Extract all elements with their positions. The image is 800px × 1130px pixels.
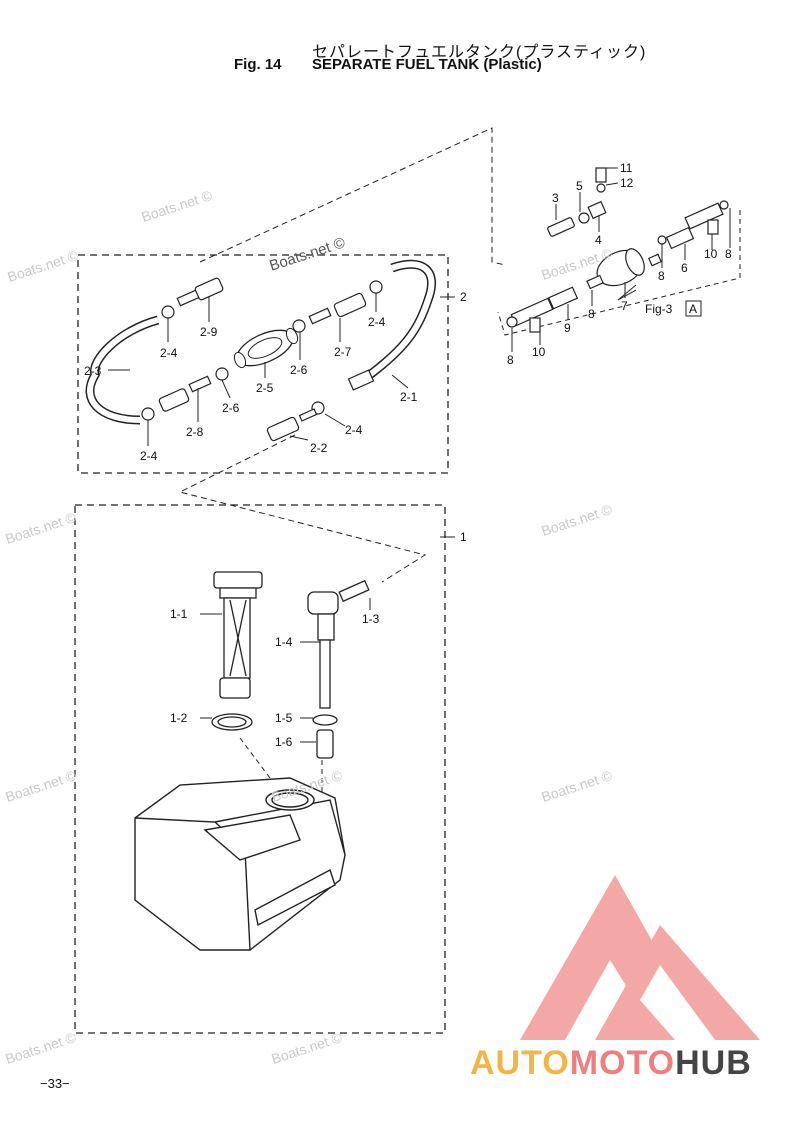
part-label: 8 bbox=[588, 307, 595, 321]
part-label: 8 bbox=[507, 353, 514, 367]
part-label: 1-1 bbox=[170, 607, 188, 621]
part-label: 1-5 bbox=[275, 711, 293, 725]
part-label: 1-3 bbox=[362, 612, 380, 626]
brand-part-moto: MOTO bbox=[569, 1044, 676, 1082]
part-label: 5 bbox=[576, 179, 583, 193]
page-title: SEPARATE FUEL TANK (Plastic) bbox=[312, 56, 542, 73]
group-box-1 bbox=[74, 504, 446, 1034]
part-label: 9 bbox=[564, 321, 571, 335]
leader-lines bbox=[108, 167, 731, 743]
part-label: 6 bbox=[681, 261, 688, 275]
part-label: 3 bbox=[552, 191, 559, 205]
page-number: −33− bbox=[40, 1076, 70, 1091]
part-label: 12 bbox=[620, 176, 634, 190]
part-label: 1-6 bbox=[275, 735, 293, 749]
arrow-to-fig3 bbox=[617, 284, 637, 301]
part-label: 2-3 bbox=[84, 364, 102, 378]
part-label: 8 bbox=[725, 247, 732, 261]
part-label: 2-9 bbox=[200, 325, 218, 339]
fuel-pickup-tube bbox=[307, 579, 370, 759]
part-label: 2-4 bbox=[140, 449, 158, 463]
part-label: 4 bbox=[595, 233, 602, 247]
part-label: 10 bbox=[704, 247, 718, 261]
part-label: 2-1 bbox=[400, 390, 418, 404]
brand-wordmark: AUTOMOTOHUB bbox=[470, 1044, 752, 1083]
fuel-filter-assembly bbox=[506, 167, 729, 333]
part-label: 8 bbox=[658, 269, 665, 283]
primer-bulb bbox=[233, 327, 299, 369]
connection-line bbox=[178, 434, 427, 583]
part-label: 2-8 bbox=[186, 425, 204, 439]
figure-reference-letter: A bbox=[689, 302, 697, 316]
brand-part-auto: AUTO bbox=[470, 1044, 570, 1082]
figure-reference-box bbox=[685, 300, 702, 317]
figure-reference: Fig-3 bbox=[645, 302, 673, 316]
part-label: 7 bbox=[621, 299, 628, 313]
part-label: 2-6 bbox=[290, 363, 308, 377]
part-label: 2-2 bbox=[310, 441, 328, 455]
connector-parts bbox=[141, 277, 383, 442]
part-label: 2-5 bbox=[256, 381, 274, 395]
part-label: 1-2 bbox=[170, 711, 188, 725]
part-label: 1 bbox=[460, 530, 467, 544]
part-label: 2-4 bbox=[345, 423, 363, 437]
part-label: 1-4 bbox=[275, 635, 293, 649]
connection-line bbox=[199, 127, 506, 266]
part-label: 2 bbox=[460, 290, 467, 304]
figure-number: Fig. 14 bbox=[234, 56, 282, 73]
part-label: 2-7 bbox=[334, 345, 352, 359]
connection-line bbox=[239, 737, 286, 791]
brand-logo bbox=[520, 875, 760, 1040]
part-label: 10 bbox=[532, 345, 546, 359]
fuel-tank bbox=[134, 777, 346, 951]
brand-part-hub: HUB bbox=[675, 1044, 752, 1082]
part-label: 2-4 bbox=[368, 315, 386, 329]
part-label: 11 bbox=[620, 161, 633, 175]
page-title-jp: セパレートフュエルタンク(プラスティック) bbox=[312, 44, 647, 61]
group-box-2 bbox=[77, 254, 449, 474]
fuel-gauge bbox=[211, 571, 263, 731]
part-label: 2-6 bbox=[222, 401, 240, 415]
part-label: 2-4 bbox=[160, 346, 178, 360]
